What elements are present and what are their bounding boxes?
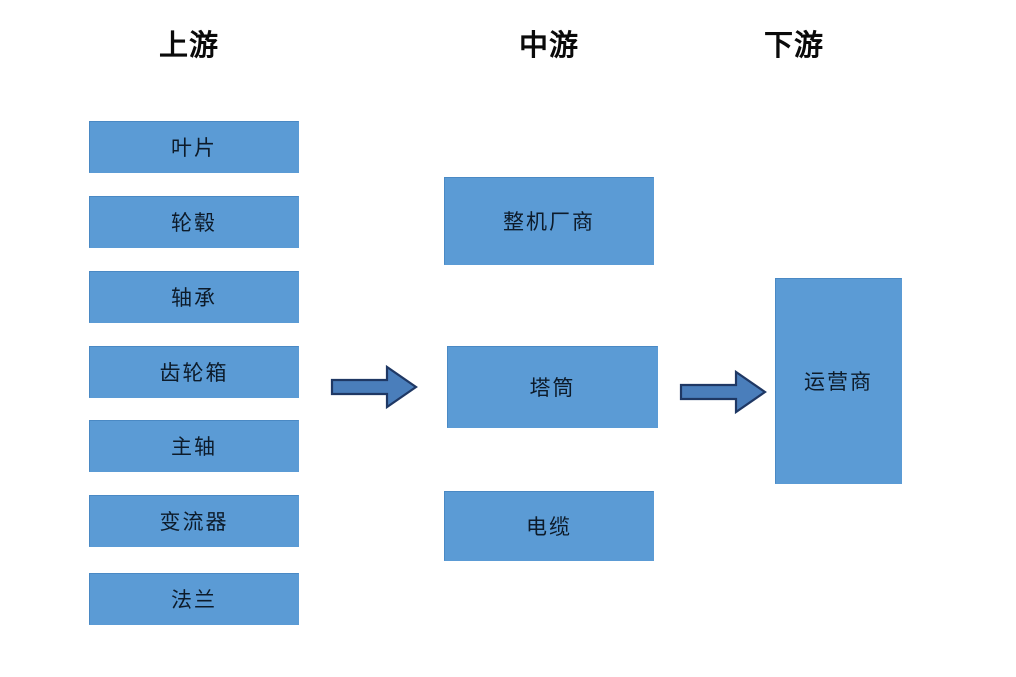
node-upstream-bearing[interactable]: 轴承 xyxy=(89,271,299,323)
column-header-midstream: 中游 xyxy=(519,28,580,62)
node-upstream-main-shaft[interactable]: 主轴 xyxy=(89,420,299,472)
node-upstream-flange[interactable]: 法兰 xyxy=(89,573,299,625)
node-upstream-hub[interactable]: 轮毂 xyxy=(89,196,299,248)
arrow-right-icon-upstream-to-midstream xyxy=(330,364,418,410)
node-downstream-operator[interactable]: 运营商 xyxy=(775,278,902,484)
column-header-upstream: 上游 xyxy=(159,28,220,62)
node-upstream-blade[interactable]: 叶片 xyxy=(89,121,299,173)
node-midstream-tower[interactable]: 塔筒 xyxy=(447,346,658,428)
node-upstream-gearbox[interactable]: 齿轮箱 xyxy=(89,346,299,398)
node-midstream-cable[interactable]: 电缆 xyxy=(444,491,654,561)
node-upstream-converter[interactable]: 变流器 xyxy=(89,495,299,547)
arrow-right-icon-midstream-to-downstream xyxy=(679,369,767,415)
node-midstream-turbine-manufacturer[interactable]: 整机厂商 xyxy=(444,177,654,265)
column-header-downstream: 下游 xyxy=(764,28,825,62)
